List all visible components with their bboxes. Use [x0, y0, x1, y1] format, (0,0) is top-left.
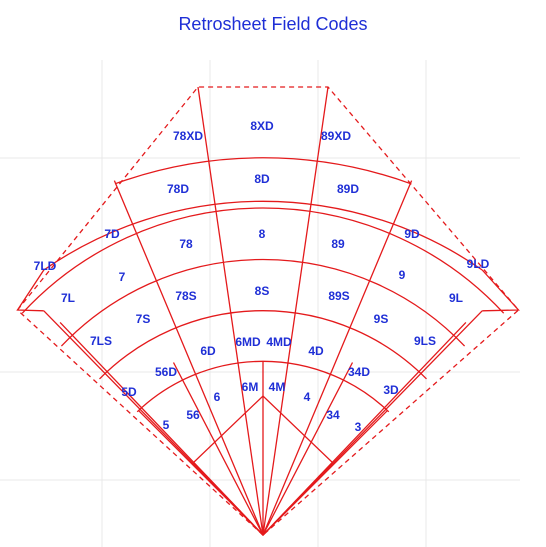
- zone-label: 5: [163, 418, 170, 432]
- zone-label: 9D: [404, 227, 420, 241]
- outfield-shallow-arc: [60, 258, 466, 347]
- zone-label: 7: [119, 270, 126, 284]
- zone-label: 6D: [200, 344, 216, 358]
- zone-label: 8: [259, 227, 266, 241]
- zone-label: 7LS: [90, 334, 112, 348]
- diagram-title: Retrosheet Field Codes: [178, 14, 368, 34]
- zone-label: 78: [179, 237, 193, 251]
- zone-label: 7L: [61, 291, 75, 305]
- zone-label: 8D: [254, 172, 270, 186]
- zone-label: 6MD: [235, 335, 261, 349]
- zone-label: 89XD: [321, 129, 351, 143]
- zone-label: 3D: [383, 383, 399, 397]
- zone-label: 89D: [337, 182, 359, 196]
- zone-label: 9L: [449, 291, 463, 305]
- zone-rays: [59, 86, 467, 536]
- zone-label: 89S: [328, 289, 349, 303]
- zone-label: 78D: [167, 182, 189, 196]
- zone-label: 34D: [348, 365, 370, 379]
- dashed-boundary: [16, 86, 520, 536]
- zone-label: 8S: [255, 284, 270, 298]
- zone-label: 4M: [269, 380, 286, 394]
- zone-label: 78XD: [173, 129, 203, 143]
- zone-label: 3: [355, 420, 362, 434]
- zone-label: 9LD: [467, 257, 490, 271]
- zone-label: 78S: [175, 289, 196, 303]
- outer-boundaries: [16, 269, 520, 536]
- right-edge-upper: [481, 269, 520, 312]
- zone-label: 56: [186, 408, 200, 422]
- zone-label: 89: [331, 237, 345, 251]
- zone-labels: 78XD 8XD 89XD 7LD 7D 78D 8D 89D 9D 9LD 7…: [34, 119, 490, 434]
- zone-label: 5D: [121, 385, 137, 399]
- zone-label: 6M: [242, 380, 259, 394]
- zone-label: 7LD: [34, 259, 57, 273]
- zone-label: 7S: [136, 312, 151, 326]
- zone-label: 4D: [308, 344, 324, 358]
- outfield-deep-arc: [43, 200, 483, 271]
- zone-label: 9S: [374, 312, 389, 326]
- zone-label: 56D: [155, 365, 177, 379]
- zone-label: 7D: [104, 227, 120, 241]
- outfield-xd-arc: [114, 157, 412, 185]
- zone-label: 9: [399, 268, 406, 282]
- outfield-mid-arc: [21, 207, 505, 314]
- zone-label: 6: [214, 390, 221, 404]
- zone-label: 8XD: [250, 119, 274, 133]
- infield-deep-arc: [99, 310, 427, 380]
- zone-label: 4MD: [266, 335, 292, 349]
- infield-diamond: [192, 395, 334, 536]
- zone-arcs: [21, 157, 505, 413]
- zone-label: 4: [304, 390, 311, 404]
- zone-label: 9LS: [414, 334, 436, 348]
- zone-label: 34: [326, 408, 340, 422]
